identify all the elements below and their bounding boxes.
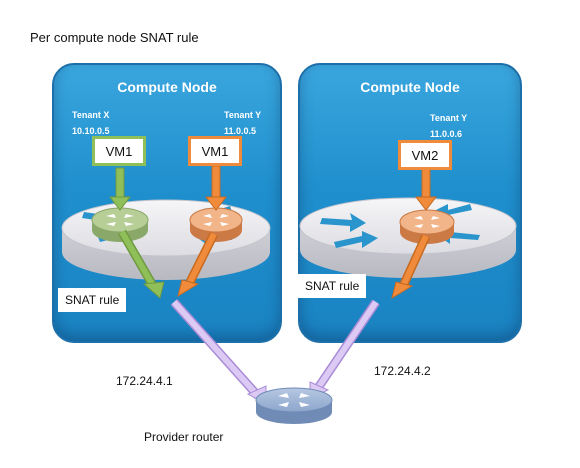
tenant-y-name-node1: Tenant Y [224,110,262,120]
compute-node-1-title: Compute Node [117,79,217,95]
tenant-x-router [91,207,149,242]
tenant-y-router-node1 [189,207,243,242]
tenant-y-ip-node1: 11.0.0.5 [224,126,257,136]
diagram-title: Per compute node SNAT rule [30,30,199,45]
tenant-x-snat-arrow [118,229,165,299]
tenant-y-name-node2: Tenant Y [430,113,468,123]
tenant-y-label-node2: Tenant Y 11.0.0.6 [430,110,467,142]
tenant-y-router-node2 [399,209,455,244]
snat-rule-label-node2: SNAT rule [298,274,367,298]
snat-rule-label-node1: SNAT rule [58,288,127,312]
router-disk-1 [61,199,271,280]
tenant-y-snat-arrow-node1 [177,231,219,298]
tenant-y-ip-node2: 11.0.0.6 [430,129,463,139]
tenant-y-down-arrow-node1 [204,165,228,211]
uplink-arrow-left [170,299,267,405]
tenant-x-down-arrow [108,167,132,211]
tenant-x-name: Tenant X [72,110,110,120]
uplink-arrow-right [309,299,380,399]
ip-left-label: 172.24.4.1 [116,374,173,388]
tenant-y-snat-arrow-node2 [391,234,431,300]
vm-box-tenant-y-node1[interactable]: VM1 [188,136,242,166]
ip-right-label: 172.24.4.2 [374,364,431,378]
compute-node-2-title: Compute Node [360,79,460,95]
tenant-y-label-node1: Tenant Y 11.0.0.5 [224,107,261,139]
vm-box-tenant-x[interactable]: VM1 [92,136,146,166]
vm-box-tenant-y-node2[interactable]: VM2 [398,140,452,170]
tenant-x-label: Tenant X 10.10.0.5 [72,107,110,139]
provider-router-icon [255,387,333,424]
provider-router-label: Provider router [144,430,224,444]
tenant-x-ip: 10.10.0.5 [72,126,110,136]
